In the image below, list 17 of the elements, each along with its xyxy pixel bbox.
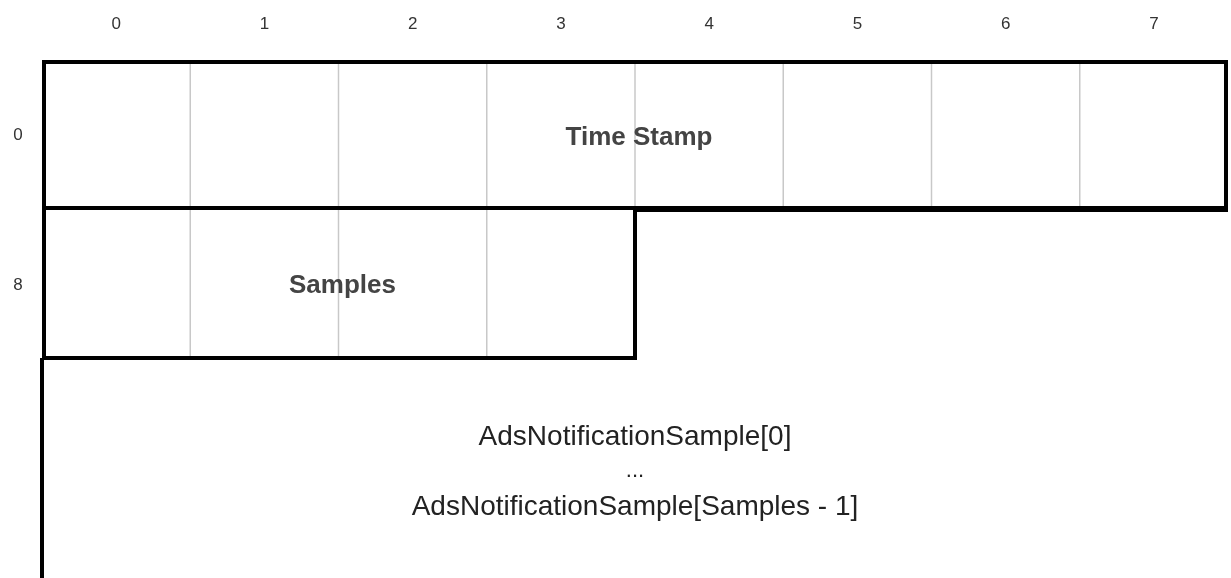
column-number: 7 [1149, 14, 1159, 34]
field-name: AdsNotificationSample[0] [478, 420, 792, 452]
column-number: 3 [556, 14, 566, 34]
row-offset: 8 [13, 275, 23, 295]
column-number: 4 [704, 14, 714, 34]
row-offset: 0 [13, 125, 23, 145]
field-name: Samples [289, 268, 396, 300]
field-name: AdsNotificationSample[Samples - 1] [411, 490, 859, 522]
column-number: 6 [1000, 14, 1011, 34]
column-number: 1 [259, 14, 270, 34]
column-number: 2 [407, 14, 418, 34]
column-number: 5 [852, 14, 863, 34]
field-box [42, 60, 1228, 210]
column-number: 0 [111, 14, 121, 34]
field-name: Time Stamp [565, 120, 713, 152]
field-region [42, 210, 1228, 578]
field-name: ... [625, 457, 645, 483]
